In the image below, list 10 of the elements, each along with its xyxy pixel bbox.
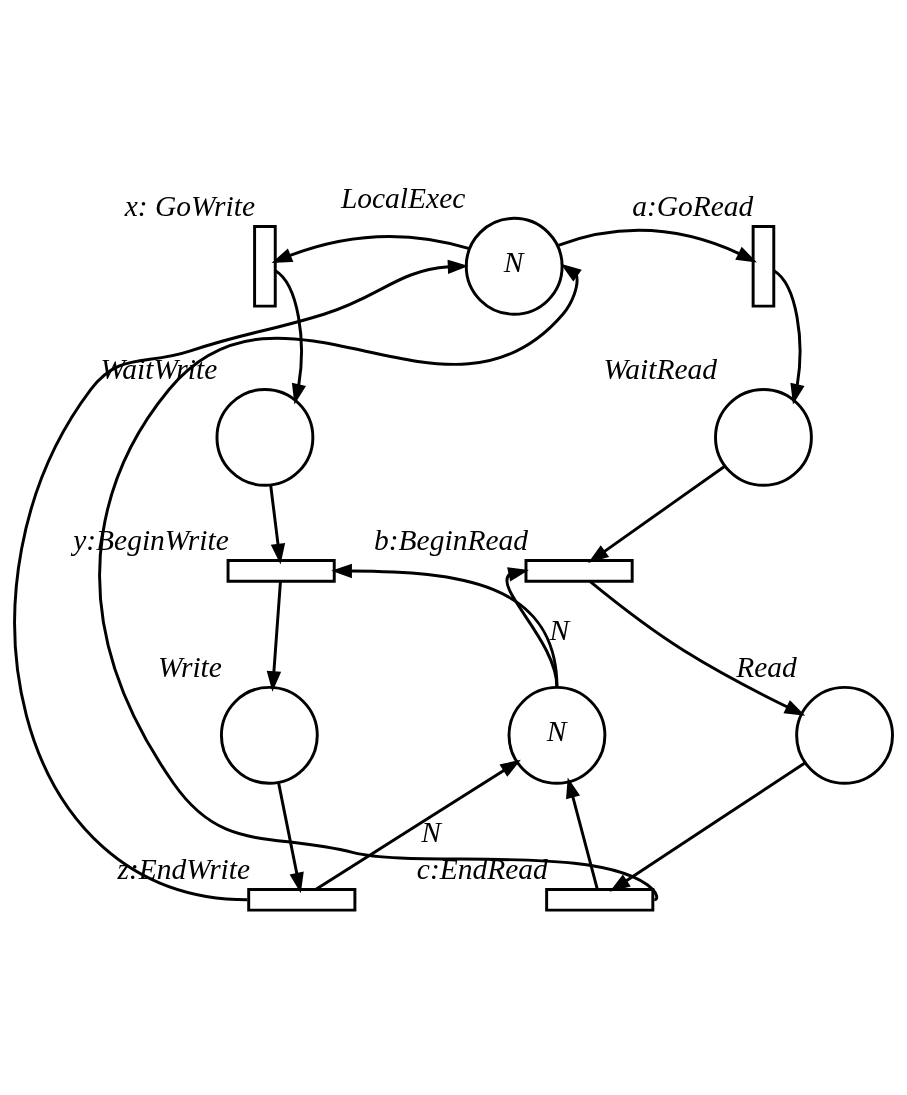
node-label: x: GoWrite — [124, 189, 255, 222]
node-label: LocalExec — [340, 181, 466, 214]
node-label: b:BeginRead — [374, 523, 528, 556]
edge-label: N — [421, 815, 441, 848]
node-label: a:GoRead — [632, 189, 754, 222]
node-label: Read — [736, 650, 797, 683]
node-label: Write — [157, 650, 222, 683]
edge-label: N — [549, 613, 570, 646]
node-label: WaitRead — [603, 352, 717, 385]
node-label: c:EndRead — [416, 852, 548, 885]
